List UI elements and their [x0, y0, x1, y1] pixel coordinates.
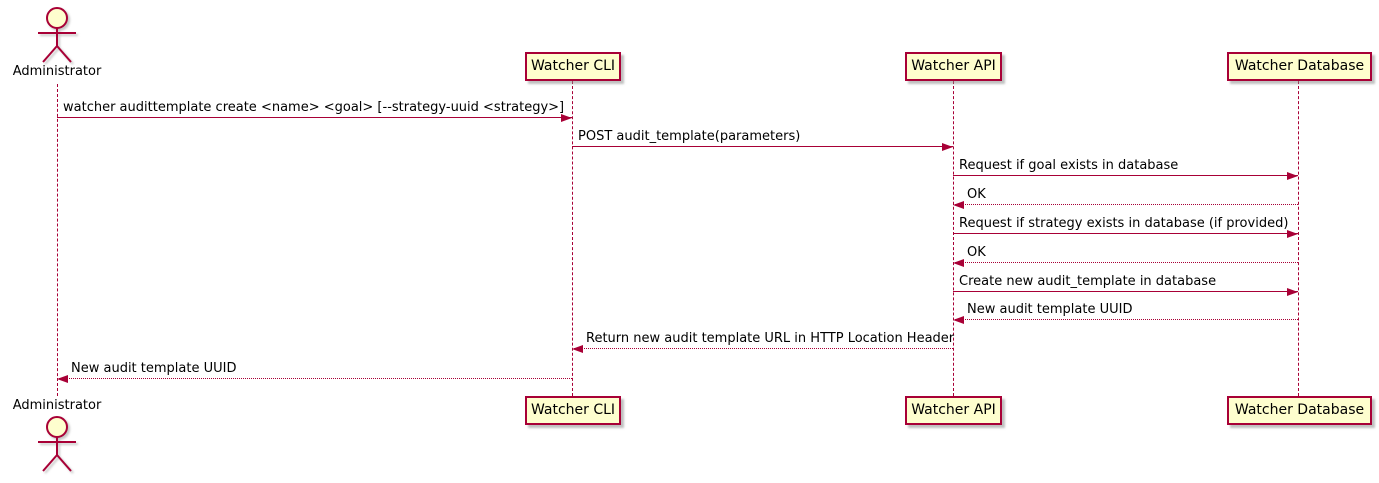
message-3: Request if goal exists in database	[953, 157, 1298, 180]
arrowhead-icon	[953, 259, 964, 267]
message-text: POST audit_template(parameters)	[578, 129, 801, 144]
message-line	[953, 319, 1298, 320]
arrowhead-icon	[1287, 230, 1298, 238]
participant-box-watcher-database-top: Watcher Database	[1227, 52, 1372, 81]
lifeline-administrator	[57, 84, 58, 396]
message-text: Return new audit template URL in HTTP Lo…	[586, 331, 955, 346]
message-7: Create new audit_template in database	[953, 273, 1298, 296]
message-text: watcher audittemplate create <name> <goa…	[63, 100, 565, 115]
message-2: POST audit_template(parameters)	[572, 128, 953, 151]
lifeline-watcher-database	[1298, 81, 1299, 396]
actor-label: Administrator	[12, 64, 102, 79]
arrowhead-icon	[1287, 288, 1298, 296]
message-text: OK	[967, 187, 986, 202]
message-line	[953, 204, 1298, 205]
arrowhead-icon	[57, 375, 68, 383]
message-line	[57, 117, 572, 118]
arrowhead-icon	[561, 114, 572, 122]
message-6: OK	[953, 244, 1298, 267]
lifeline-watcher-api	[953, 81, 954, 396]
participant-box-watcher-cli-top: Watcher CLI	[525, 52, 621, 81]
actor-icon	[38, 7, 76, 63]
participant-box-watcher-api-bottom: Watcher API	[905, 396, 1002, 425]
message-line	[572, 146, 953, 147]
message-text: Create new audit_template in database	[959, 274, 1217, 289]
message-text: New audit template UUID	[71, 361, 237, 376]
message-line	[953, 233, 1298, 234]
participant-box-watcher-database-bottom: Watcher Database	[1227, 396, 1372, 425]
actor-administrator-top: Administrator	[7, 4, 107, 79]
message-1: watcher audittemplate create <name> <goa…	[57, 99, 572, 122]
message-line	[953, 291, 1298, 292]
arrowhead-icon	[953, 316, 964, 324]
message-10: New audit template UUID	[57, 360, 572, 383]
message-line	[953, 175, 1298, 176]
lifeline-watcher-cli	[572, 81, 573, 396]
message-line	[953, 262, 1298, 263]
message-line	[572, 348, 953, 349]
message-line	[57, 378, 572, 379]
arrowhead-icon	[942, 143, 953, 151]
actor-icon	[38, 416, 76, 472]
message-4: OK	[953, 186, 1298, 209]
actor-administrator-bottom: Administrator	[7, 398, 107, 477]
message-9: Return new audit template URL in HTTP Lo…	[572, 330, 955, 353]
participant-box-watcher-api-top: Watcher API	[905, 52, 1002, 81]
message-text: Request if strategy exists in database (…	[959, 216, 1289, 231]
arrowhead-icon	[572, 345, 583, 353]
actor-label: Administrator	[12, 398, 102, 413]
participant-box-watcher-cli-bottom: Watcher CLI	[525, 396, 621, 425]
arrowhead-icon	[953, 201, 964, 209]
message-text: Request if goal exists in database	[959, 158, 1179, 173]
message-text: New audit template UUID	[967, 302, 1133, 317]
message-5: Request if strategy exists in database (…	[953, 215, 1298, 238]
message-8: New audit template UUID	[953, 301, 1298, 324]
arrowhead-icon	[1287, 172, 1298, 180]
message-text: OK	[967, 245, 986, 260]
